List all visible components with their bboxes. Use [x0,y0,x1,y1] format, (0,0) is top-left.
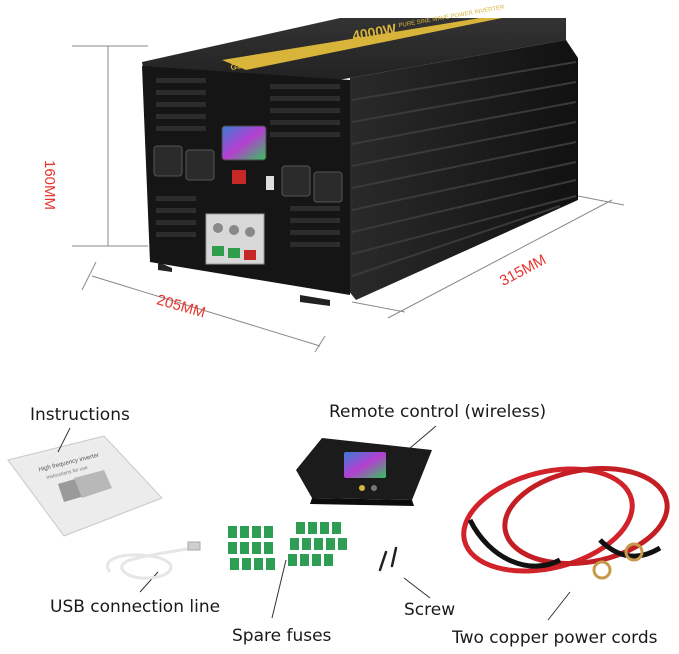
dimension-lines [72,45,625,353]
label-remote-control: Remote control (wireless) [329,402,547,422]
inverter-side [348,40,578,300]
usb-cable [106,546,193,580]
label-screw: Screw [404,600,456,620]
usb-port [266,176,274,190]
front-vents [156,78,340,247]
power-switch [232,170,246,184]
dimension-height: 160MM [41,160,58,211]
spare-fuses [228,522,347,570]
label-usb-connection: USB connection line [50,597,221,617]
ac-outlets [153,145,343,203]
inverter-display [221,125,267,161]
instruction-manual [7,435,163,537]
remote-control [296,438,432,506]
copper-power-cords [461,466,670,574]
top-label-stripe [222,18,502,70]
screws [378,546,398,572]
label-instructions: Instructions [30,405,130,425]
label-spare-fuses: Spare fuses [232,626,332,646]
label-power-cords: Two copper power cords [452,628,658,648]
